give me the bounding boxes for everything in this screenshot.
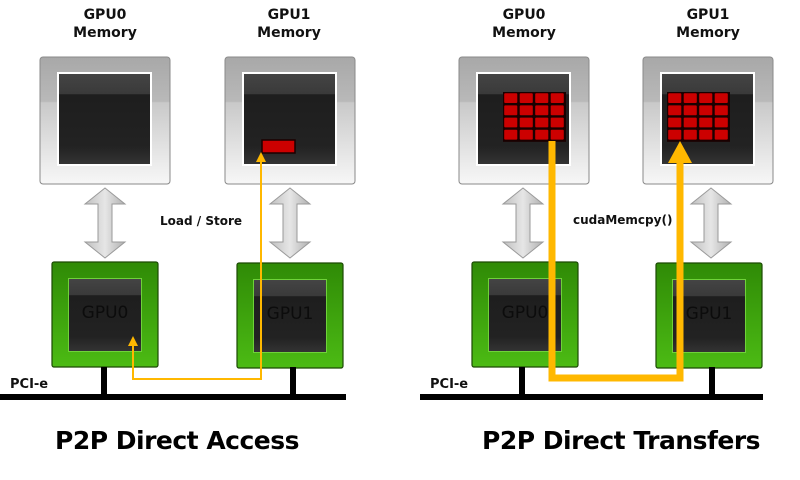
data-block: [504, 93, 518, 103]
pcie-bus-stub: [709, 367, 715, 397]
memory-label-line2: Memory: [492, 25, 556, 41]
data-block: [504, 117, 518, 128]
memory-label-line2: Memory: [73, 25, 137, 41]
data-block: [668, 105, 682, 116]
arrowhead-icon: [128, 336, 138, 346]
data-block: [714, 93, 728, 103]
pcie-bus-stub: [101, 367, 107, 397]
data-block: [519, 93, 533, 103]
data-block: [550, 105, 564, 116]
data-block: [683, 117, 697, 128]
data-block: [668, 129, 682, 140]
data-block: [550, 129, 564, 140]
gpu1-chip-label: GPU1: [266, 304, 314, 324]
data-block: [535, 129, 549, 140]
memory-bus-arrow: [689, 187, 733, 259]
arrowhead-icon: [668, 141, 692, 163]
data-block: [550, 117, 564, 128]
data-block: [261, 139, 296, 154]
data-block: [683, 129, 697, 140]
data-block: [668, 117, 682, 128]
data-block: [699, 117, 713, 128]
memory-label-line1: GPU0: [502, 7, 546, 23]
data-block: [714, 117, 728, 128]
data-block: [683, 93, 697, 103]
panel-title-direct-transfers: P2P Direct Transfers: [482, 426, 761, 455]
memory-bus-arrow: [268, 187, 312, 259]
memory-bus-arrow: [501, 187, 545, 259]
data-block: [714, 129, 728, 140]
pcie-bus-label: PCI-e: [430, 377, 469, 392]
data-block: [519, 129, 533, 140]
data-block: [535, 93, 549, 103]
pcie-bus: [0, 394, 346, 400]
load-store-label: Load / Store: [160, 214, 242, 228]
gpu0-memory-box-inner: [59, 74, 150, 164]
data-block: [699, 93, 713, 103]
memory-label-line1: GPU1: [267, 7, 311, 23]
data-block: [699, 129, 713, 140]
data-block: [535, 105, 549, 116]
gpu1-memory-label: GPU1 Memory: [219, 6, 359, 42]
pcie-bus-label: PCI-e: [10, 377, 49, 392]
cudamemcpy-label: cudaMemcpy(): [573, 213, 673, 227]
cudamemcpy-path: [548, 141, 684, 382]
gpu0-memory-label: GPU0 Memory: [454, 6, 594, 42]
gpu0-chip-label: GPU0: [81, 303, 129, 323]
data-block: [504, 129, 518, 140]
panel-title-direct-access: P2P Direct Access: [55, 426, 300, 455]
memory-bus-arrow: [83, 187, 127, 259]
data-block: [699, 105, 713, 116]
pcie-bus-stub: [519, 367, 525, 397]
memory-label-line1: GPU1: [686, 7, 730, 23]
memory-label-line2: Memory: [676, 25, 740, 41]
arrowhead-icon: [256, 152, 266, 162]
memory-label-line1: GPU0: [83, 7, 127, 23]
memory-label-line2: Memory: [257, 25, 321, 41]
data-block: [535, 117, 549, 128]
gpu1-chip-label: GPU1: [685, 304, 733, 324]
data-block: [550, 93, 564, 103]
gpu0-memory-label: GPU0 Memory: [35, 6, 175, 42]
data-block: [714, 105, 728, 116]
gpu1-memory-label: GPU1 Memory: [638, 6, 778, 42]
data-block: [683, 105, 697, 116]
gpu0-chip-die: [69, 279, 141, 351]
gpu1-chip-die: [254, 280, 326, 352]
data-block: [504, 105, 518, 116]
pcie-bus-stub: [290, 367, 296, 397]
gpu0-chip-label: GPU0: [501, 303, 549, 323]
data-block: [668, 93, 682, 103]
data-block: [519, 105, 533, 116]
load-store-path: [132, 160, 262, 380]
gpu1-chip-die: [673, 280, 745, 352]
data-block: [519, 117, 533, 128]
pcie-bus: [420, 394, 763, 400]
